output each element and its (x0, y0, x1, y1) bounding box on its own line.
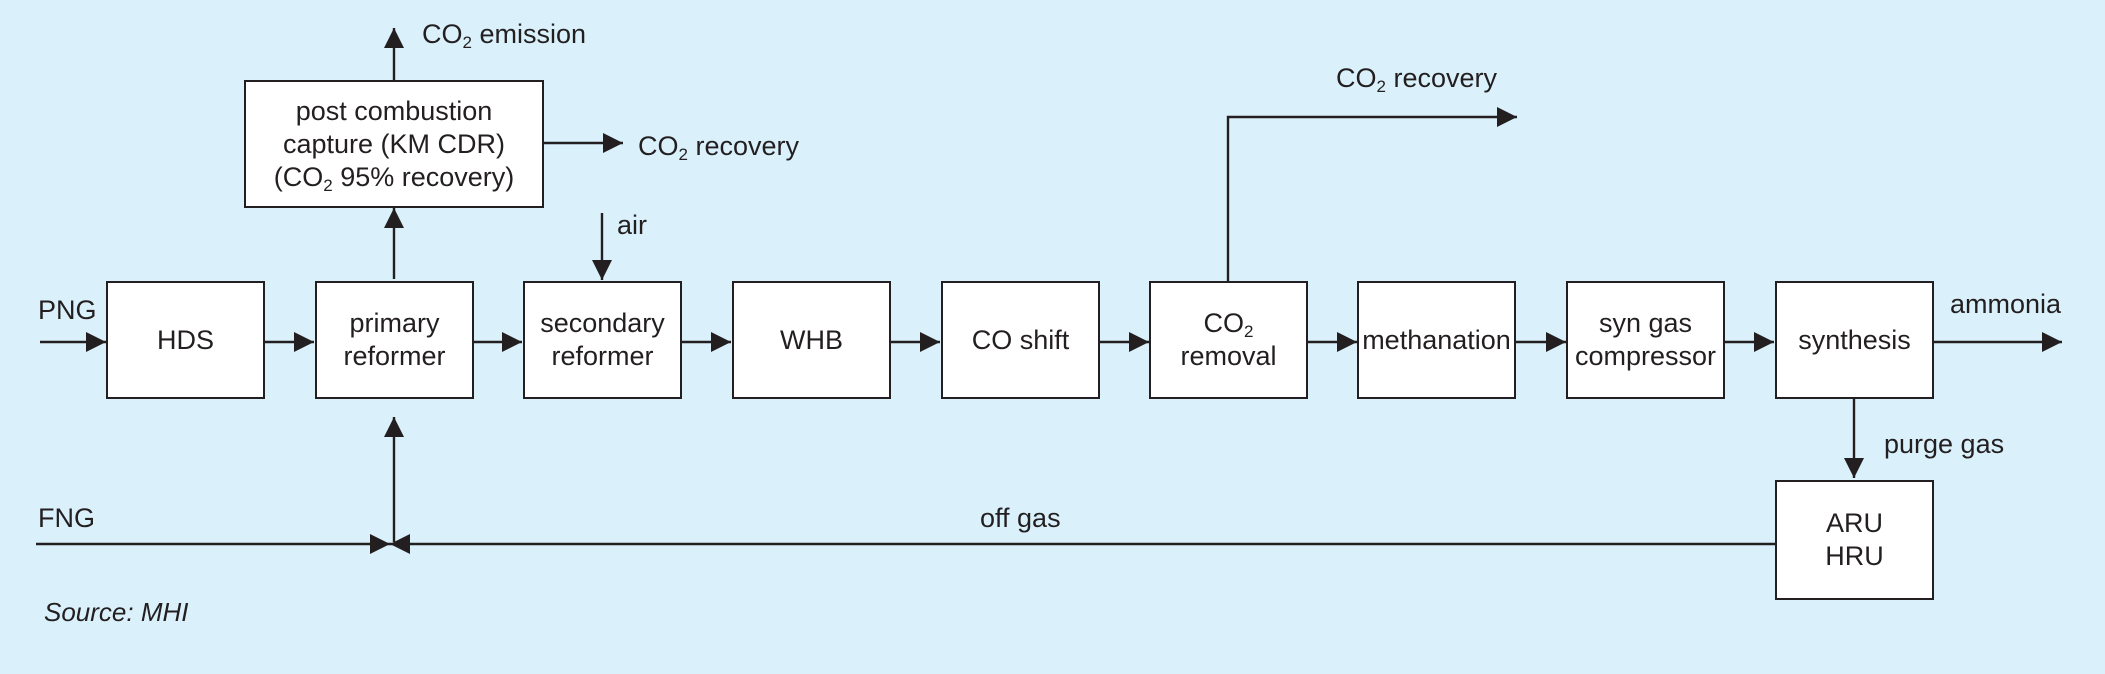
removal-co2-recovery-arrow (1226, 107, 1517, 282)
purge-gas-label: purge gas (1884, 429, 2005, 459)
secondary-reformer-box: secondary reformer (523, 281, 682, 399)
syn-gas-compressor-box: syn gas compressor (1566, 281, 1725, 399)
co2-emission-co: CO (422, 19, 463, 49)
co2-recovery-capture-sub: 2 (678, 145, 688, 164)
co2-removal-label-line1: CO2 (1204, 307, 1254, 340)
co2-recovery-capture-co: CO (638, 131, 679, 161)
fng-label: FNG (38, 503, 95, 533)
co2-emission-label: CO2 emission (422, 18, 587, 52)
source-note: Source: MHI (44, 597, 189, 627)
synthesis-box: synthesis (1775, 281, 1934, 399)
off-gas-label: off gas (980, 503, 1061, 533)
primary-reformer-box: primary reformer (315, 281, 474, 399)
whb-label: WHB (780, 324, 843, 355)
hds-label: HDS (156, 324, 214, 355)
air-label: air (617, 210, 648, 240)
co2-removal-co: CO (1203, 308, 1245, 338)
co2-recovery-removal-co: CO (1336, 63, 1377, 93)
secondary-reformer-label-line2: reformer (551, 341, 654, 371)
png-label: PNG (38, 295, 97, 325)
synthesis-label: synthesis (1798, 324, 1911, 355)
primary-reformer-label-line1: primary (349, 308, 440, 338)
co2-removal-sub: 2 (1244, 322, 1254, 341)
capture-label-line3: (CO2 95% recovery) (274, 161, 515, 194)
co2-recovery-removal-sub: 2 (1376, 77, 1386, 96)
capture-line3-post: 95% recovery) (332, 161, 515, 192)
aru-hru-box: ARU HRU (1775, 480, 1934, 600)
capture-line3-sub: 2 (323, 175, 333, 195)
co2-recovery-capture-text: recovery (687, 131, 800, 161)
co2-removal-box: CO2 removal (1149, 281, 1308, 399)
co2-emission-text: emission (471, 19, 587, 49)
hru-label: HRU (1825, 541, 1884, 571)
capture-label-line2: capture (KM CDR) (282, 128, 506, 159)
methanation-box: methanation (1357, 281, 1516, 399)
whb-box: WHB (732, 281, 891, 399)
syn-gas-compressor-label-line1: syn gas (1598, 308, 1693, 338)
co2-recovery-capture-label: CO2 recovery (638, 130, 800, 164)
capture-line3-pre: (CO (273, 161, 324, 192)
co2-removal-label-line2: removal (1180, 341, 1277, 371)
capture-label-line1: post combustion (295, 95, 493, 126)
co2-recovery-removal-text: recovery (1385, 63, 1498, 93)
aru-label: ARU (1825, 508, 1883, 538)
methanation-label: methanation (1362, 324, 1511, 355)
secondary-reformer-label-line1: secondary (540, 308, 665, 338)
co2-recovery-removal-label: CO2 recovery (1336, 62, 1498, 96)
hds-box: HDS (106, 281, 265, 399)
primary-reformer-label-line2: reformer (343, 341, 446, 371)
co-shift-box: CO shift (941, 281, 1100, 399)
ammonia-label: ammonia (1950, 289, 2062, 319)
co2-emission-sub: 2 (462, 33, 472, 52)
post-combustion-capture-box: post combustion capture (KM CDR) (CO2 95… (244, 80, 544, 208)
co-shift-label: CO shift (971, 324, 1070, 355)
syn-gas-compressor-label-line2: compressor (1574, 341, 1717, 371)
